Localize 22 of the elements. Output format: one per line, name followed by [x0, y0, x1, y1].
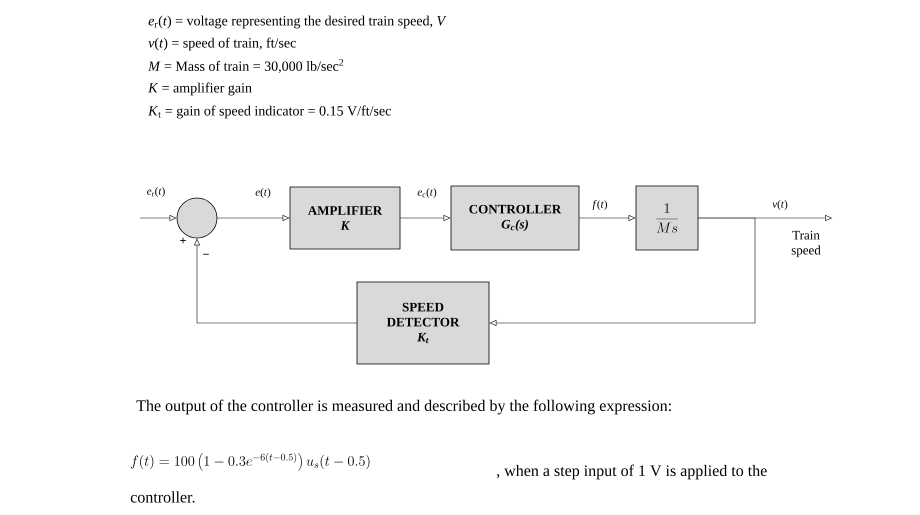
definition-text: v(t) = speed of train, ft/sec	[148, 38, 296, 50]
block-box: AMPLIFIER K	[290, 186, 400, 250]
sign-label: −	[203, 254, 209, 255]
definition-text: e$_{r}$(t) = voltage representing the desired train speed, V	[148, 16, 446, 28]
block-box: CONTROLLER G$_{c}$(s)	[450, 186, 580, 250]
definition-text: M = Mass of train = 30,000 lb/sec$^{2}$	[148, 59, 344, 73]
paragraph-text: The output of the controller is measured and described by the following expression:	[136, 400, 671, 414]
edge-label: v(t)	[772, 200, 788, 210]
edge-label: e(t)	[256, 188, 270, 198]
definition-text: K = amplifier gain	[148, 82, 252, 96]
output-label: Train speed	[792, 230, 821, 258]
formula: $f(t) = 100\left(1 - 0.3e^{-6(t-0.5)}\right)u_s(t-0.5)$	[130, 452, 370, 472]
paragraph-text: controller.	[130, 491, 194, 503]
edge-label: e$_{r}$(t)	[147, 187, 165, 197]
edge-label: e$_{c}$(t)	[418, 188, 436, 198]
definition-text: K$_{t}$ = gain of speed indicator = 0.15 V/ft/sec	[148, 106, 391, 118]
edge-label: f(t)	[592, 200, 607, 210]
block-box: SPEED DETECTOR K$_{t}$	[356, 282, 490, 364]
paragraph-text: , when a step input of 1 V is applied to the	[496, 464, 767, 480]
block-box: $\frac{1}{Ms}$	[636, 186, 698, 250]
summing-junction	[176, 198, 218, 238]
sign-label: +	[180, 238, 186, 244]
